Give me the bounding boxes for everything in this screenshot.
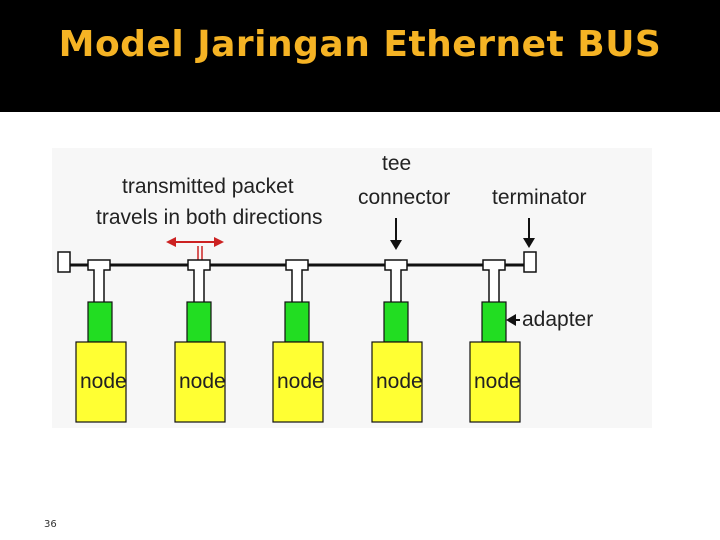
terminator-right: [523, 251, 537, 273]
terminator-left: [57, 251, 71, 273]
node-box: [174, 341, 226, 423]
adapter-label: adapter: [522, 308, 593, 331]
tee-label-line2: connector: [358, 186, 450, 209]
node-box: [469, 341, 521, 423]
node-label: node: [474, 370, 521, 393]
page-number: 36: [44, 519, 57, 530]
ethernet-bus-diagram: transmitted packet travels in both direc…: [52, 148, 652, 428]
terminator-pointer-arrow-icon: [523, 218, 535, 248]
adapter: [186, 301, 212, 343]
node-label: node: [376, 370, 423, 393]
node-box: [272, 341, 324, 423]
node-station-1: node: [75, 259, 127, 423]
node-label: node: [179, 370, 226, 393]
node-label: node: [80, 370, 127, 393]
node-station-3: node: [272, 259, 324, 423]
diagram-background: [52, 148, 652, 428]
title-bar: Model Jaringan Ethernet BUS: [0, 0, 720, 112]
adapter: [284, 301, 310, 343]
adapter: [87, 301, 113, 343]
adapter: [481, 301, 507, 343]
node-station-4: node: [371, 259, 423, 423]
tee-pointer-arrow-icon: [390, 218, 402, 250]
node-box: [371, 341, 423, 423]
slide-title: Model Jaringan Ethernet BUS: [58, 24, 662, 65]
adapter: [383, 301, 409, 343]
tee-label-line1: tee: [382, 152, 411, 175]
terminator-label: terminator: [492, 186, 587, 209]
adapter-pointer-arrow-icon: [506, 314, 520, 326]
node-label: node: [277, 370, 324, 393]
node-station-2: node: [174, 246, 226, 423]
node-box: [75, 341, 127, 423]
node-station-5: node: [469, 259, 521, 423]
packet-label-line2: travels in both directions: [96, 206, 322, 229]
bidirectional-arrow-icon: [166, 237, 224, 247]
packet-label-line1: transmitted packet: [122, 175, 294, 198]
